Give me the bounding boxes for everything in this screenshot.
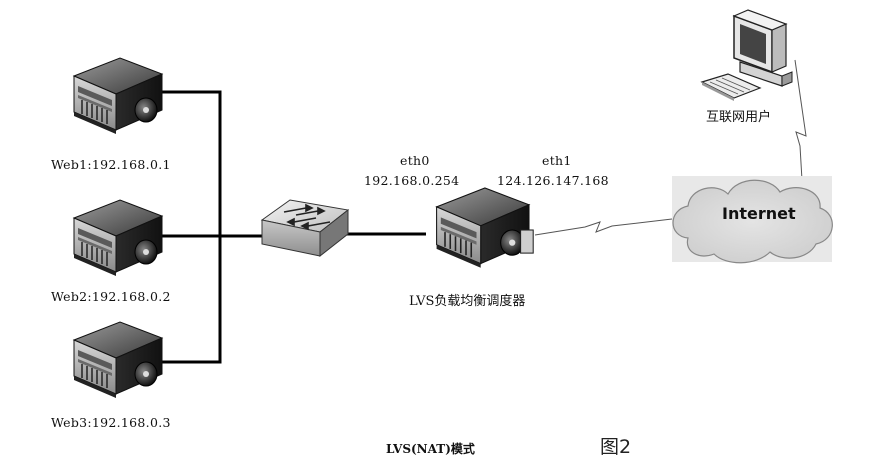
eth0-ip: 192.168.0.254 [364,173,460,188]
web3-label: Web3:192.168.0.3 [51,415,171,430]
eth1-ip: 124.126.147.168 [497,173,609,188]
cable-web3 [158,236,222,364]
lan-cables [158,90,426,364]
user-computer-icon [700,9,793,101]
internet-label: Internet [722,204,796,223]
internet-cloud-icon [672,176,833,264]
figure-number: 图2 [600,436,632,458]
web1-server-icon [73,57,163,135]
diagram-caption: LVS(NAT)模式 [386,442,475,456]
director-label: LVS负载均衡调度器 [409,294,526,309]
web2-label: Web2:192.168.0.2 [51,289,171,304]
director-server-icon [435,187,534,269]
user-label: 互联网用户 [706,110,772,125]
cable-web1 [158,90,222,236]
web2-server-icon [73,199,163,277]
web1-label: Web1:192.168.0.1 [51,157,171,172]
switch-icon [260,199,350,258]
internet-user-link [794,59,807,181]
web3-server-icon [73,321,163,399]
director-internet-link [534,218,673,236]
eth1-name: eth1 [542,153,572,168]
eth0-name: eth0 [400,153,430,168]
